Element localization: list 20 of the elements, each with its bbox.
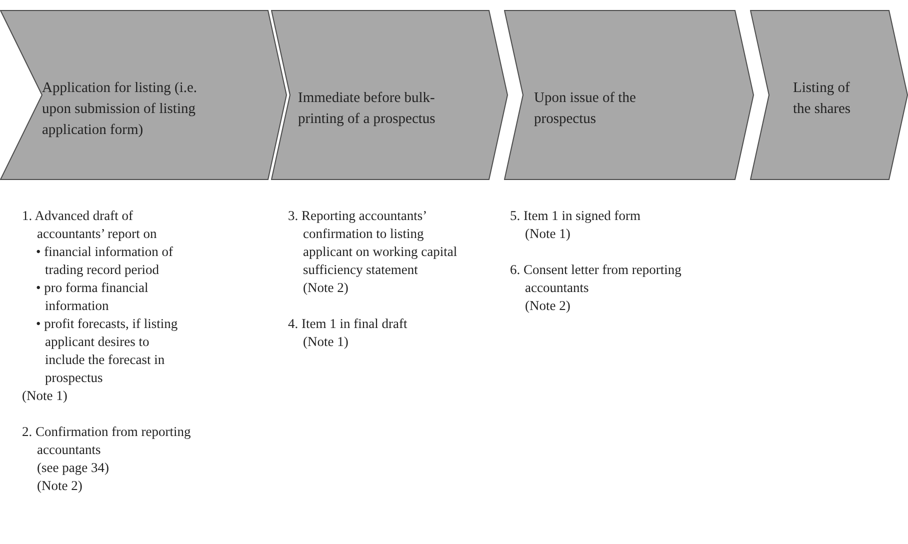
list-item: 1. Advanced draft of accountants’ report on	[22, 207, 158, 243]
list-item: 5. Item 1 in signed form	[510, 207, 642, 225]
bullet-item: • profit forecasts, if listing applicant desires to include the forecast in prospectus	[36, 315, 179, 387]
bullet-item: • financial information of trading record period	[36, 243, 174, 279]
stage-label: Listing of the shares	[793, 79, 852, 119]
note-reference: (Note 1)	[525, 225, 572, 243]
list-item: 3. Reporting accountants’ confirmation to listing applicant on working capital sufficiency statement	[288, 207, 458, 279]
note-reference: (Note 1)	[22, 387, 68, 405]
list-item: 2. Confirmation from reporting accountants	[22, 423, 192, 459]
note-reference: (Note 1)	[303, 333, 350, 351]
stage-label: Immediate before bulk-printing of a prospectus	[298, 89, 436, 129]
stage-label: Application for listing (i.e. upon submission of listing application form)	[42, 79, 198, 140]
note-reference: (Note 2)	[303, 279, 350, 297]
note-reference: (Note 2)	[37, 477, 84, 495]
stage-label: Upon issue of the prospectus	[534, 89, 637, 129]
list-item: 4. Item 1 in final draft	[288, 315, 408, 333]
note-reference: (Note 2)	[525, 297, 572, 315]
bullet-item: • pro forma financial information	[36, 279, 150, 315]
list-item: 6. Consent letter from reporting accountants	[510, 261, 682, 297]
page-reference: (see page 34)	[37, 459, 110, 477]
